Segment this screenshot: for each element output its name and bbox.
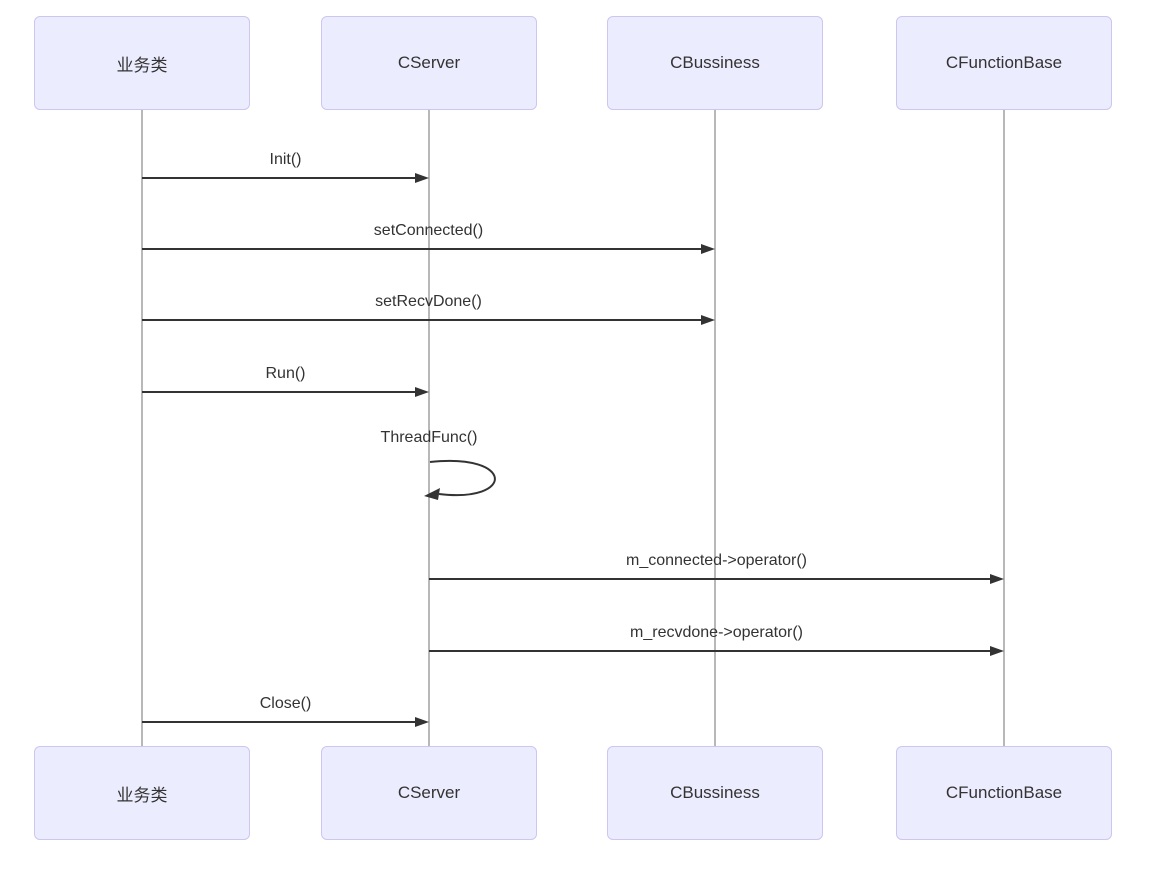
message-arrowhead — [990, 574, 1004, 584]
message-arrowhead — [415, 173, 429, 183]
actor-label: CBussiness — [670, 53, 760, 72]
self-loop-arrowhead — [424, 488, 440, 500]
message-label: m_recvdone->operator() — [630, 624, 803, 641]
actor-box-cbussiness-top: CBussiness — [607, 16, 823, 110]
actor-label: CFunctionBase — [945, 53, 1063, 72]
actor-box-cbussiness-bottom: CBussiness — [607, 746, 823, 840]
message-arrowhead — [415, 387, 429, 397]
actor-box-business-bottom: 业务类 — [34, 746, 250, 840]
actor-box-cserver-bottom: CServer — [321, 746, 537, 840]
actor-box-cfunctionbase-bottom: CFunctionBase — [896, 746, 1112, 840]
message-label: Init() — [269, 151, 302, 168]
message-arrowhead — [415, 717, 429, 727]
actor-box-business-top: 业务类 — [34, 16, 250, 110]
actor-label: 业务类 — [116, 785, 168, 805]
message-label: Run() — [265, 365, 306, 382]
message-label: setConnected() — [373, 222, 484, 239]
actor-box-cserver-top: CServer — [321, 16, 537, 110]
message-label: m_connected->operator() — [626, 552, 807, 569]
actor-label: 业务类 — [116, 55, 168, 75]
message-arrowhead — [701, 315, 715, 325]
actor-label: CServer — [397, 783, 461, 802]
message-arrowhead — [701, 244, 715, 254]
message-label: setRecvDone() — [375, 293, 482, 310]
actor-box-cfunctionbase-top: CFunctionBase — [896, 16, 1112, 110]
message-label: ThreadFunc() — [380, 429, 478, 446]
actor-label: CBussiness — [670, 783, 760, 802]
self-loop-path — [429, 459, 496, 497]
message-label: Close() — [259, 695, 312, 712]
actor-label: CFunctionBase — [945, 783, 1063, 802]
actor-label: CServer — [397, 53, 461, 72]
message-arrowhead — [990, 646, 1004, 656]
